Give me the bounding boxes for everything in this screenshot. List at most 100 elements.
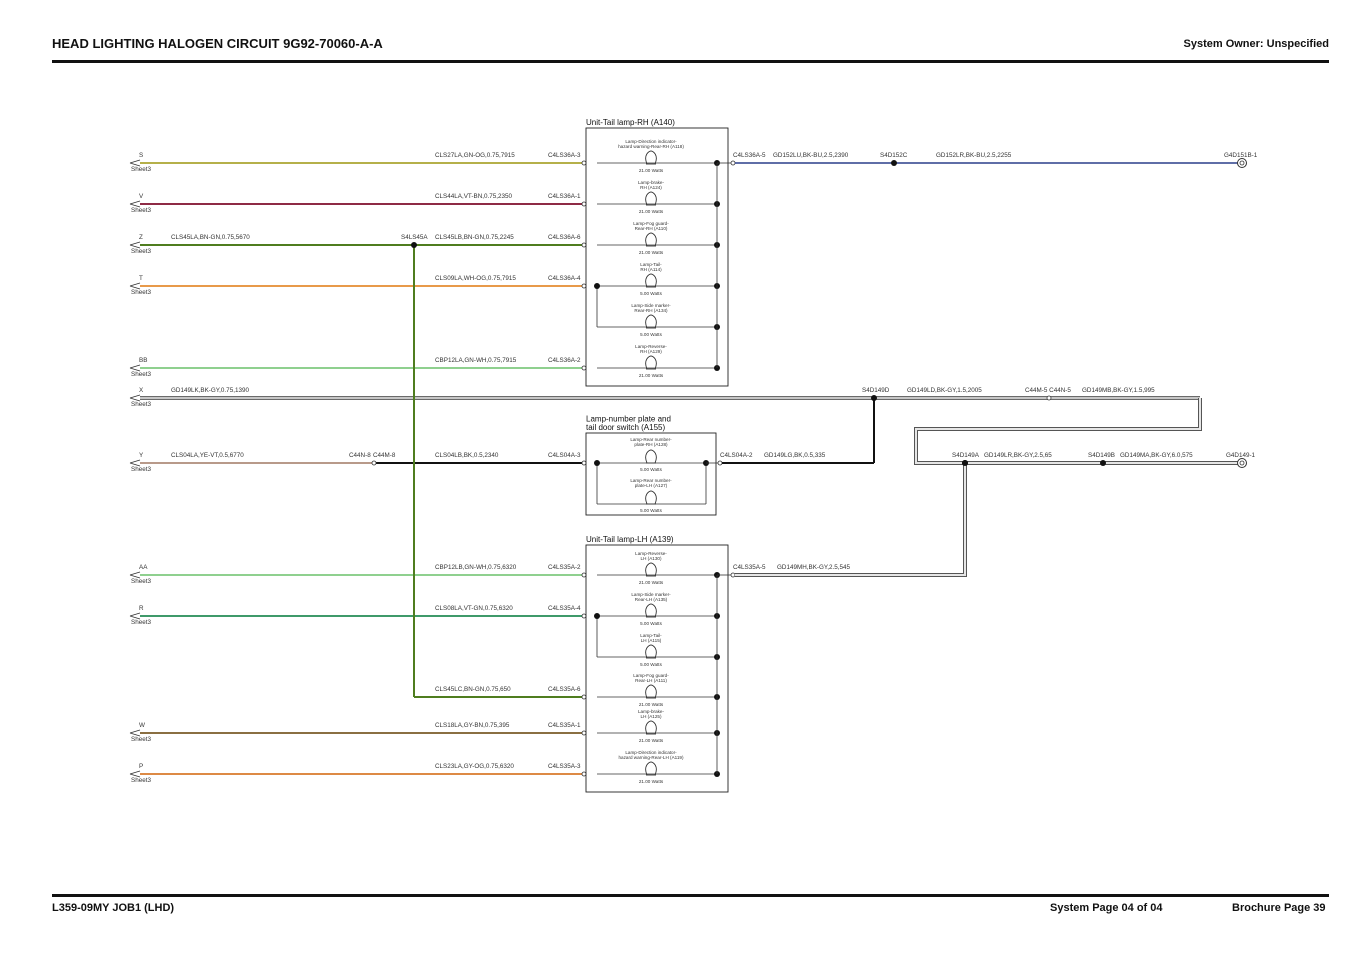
ground-icon: [1239, 460, 1245, 466]
splice-dot: [1100, 460, 1106, 466]
lamp-name: Lamp-Direction indicator-: [625, 750, 677, 755]
input-id: P: [139, 763, 143, 770]
lamp-watts: 21.00 Watts: [639, 738, 664, 743]
input-id: BB: [139, 357, 147, 364]
lamp-watts: 21.00 Watts: [639, 702, 664, 707]
connector-pin: [581, 771, 587, 777]
wire-label: GD149MA,BK-GY,6.0,575: [1120, 452, 1193, 459]
pin-label: C4LS35A-1: [548, 722, 581, 729]
lamp-icon: [645, 355, 657, 370]
lamp-watts: 5.00 Watts: [640, 291, 662, 296]
lamp-name: RH (A124): [640, 185, 662, 190]
splice-label: S4D149A: [952, 452, 980, 459]
sheet-ref: Sheet3: [131, 401, 151, 408]
lamp-watts: 21.00 Watts: [639, 168, 664, 173]
tail-lamp-rh-box-title: Unit-Tail lamp-RH (A140): [586, 118, 675, 127]
lamp-name: LH (A125): [641, 714, 662, 719]
wire-label-right: CLS45LC,BN-GN,0.75,650: [435, 686, 511, 693]
lamp-name: LH (A130): [641, 556, 662, 561]
pin-label: C4LS36A-5: [733, 152, 766, 159]
lamp-name: LH (A115): [641, 638, 662, 643]
lamp-name: Lamp-Direction indicator-: [625, 139, 677, 144]
connector-pin: [581, 572, 587, 578]
connector-pin: [581, 160, 587, 166]
lamp-icon: [645, 720, 657, 735]
connector-pin: [730, 160, 736, 166]
number-plate-box: [585, 432, 717, 516]
number-plate-box-title: tail door switch (A155): [586, 423, 665, 432]
connector-pin: [581, 242, 587, 248]
footer-brochure-page: Brochure Page 39: [1232, 902, 1326, 914]
sheet-arrow-icon: [129, 394, 141, 402]
lamp-name: Lamp-Tail-: [640, 633, 662, 638]
sheet-arrow-icon: [129, 729, 141, 737]
header-divider: [52, 60, 1329, 63]
pin-label: C4LS36A-2: [548, 357, 581, 364]
connector-label: C44M-8: [373, 452, 396, 459]
sheet-arrow-icon: [129, 571, 141, 579]
pin-label: C4LS35A-6: [548, 686, 581, 693]
ground-icon: [1239, 160, 1245, 166]
input-id: T: [139, 275, 143, 282]
lamp-name: hazard warning-Rear-LH (A119): [618, 755, 683, 760]
sheet-ref: Sheet3: [131, 166, 151, 173]
lamp-name: Lamp-brake-: [638, 180, 665, 185]
wire-label-right: CLS45LB,BN-GN,0.75,2245: [435, 234, 514, 241]
connector-pin: [581, 365, 587, 371]
input-id: V: [139, 193, 144, 200]
input-id: Z: [139, 234, 143, 241]
sheet-arrow-icon: [129, 241, 141, 249]
lamp-icon: [645, 449, 657, 464]
ground-label: G4D151B-1: [1224, 152, 1258, 159]
connector-pin: [581, 460, 587, 466]
pin-label: C4LS36A-1: [548, 193, 581, 200]
lamp-icon: [645, 232, 657, 247]
sheet-ref: Sheet3: [131, 207, 151, 214]
splice-label: S4LS45A: [401, 234, 428, 241]
pin-label: C4LS36A-6: [548, 234, 581, 241]
sheet-arrow-icon: [129, 364, 141, 372]
lamp-icon: [645, 273, 657, 288]
splice-dot: [871, 395, 877, 401]
sheet-ref: Sheet3: [131, 371, 151, 378]
sheet-ref: Sheet3: [131, 466, 151, 473]
connector-pin: [581, 201, 587, 207]
lamp-watts: 21.00 Watts: [639, 250, 664, 255]
sheet-ref: Sheet3: [131, 578, 151, 585]
pin-label: C4LS35A-5: [733, 564, 766, 571]
wire-label: GD149LR,BK-GY,2.5,65: [984, 452, 1052, 459]
connector-icon: [1046, 395, 1052, 401]
wire-label: GD152LU,BK-BU,2.5,2390: [773, 152, 849, 159]
ground-wire: [735, 463, 966, 576]
lamp-name: hazard warning-Rear-RH (A118): [618, 144, 684, 149]
lamp-icon: [645, 562, 657, 577]
lamp-name: Lamp-Side marker-: [631, 303, 671, 308]
lamp-name: Lamp-brake-: [638, 709, 665, 714]
splice-label: S4D149D: [862, 387, 890, 394]
system-owner: System Owner: Unspecified: [1183, 38, 1330, 50]
connector-icon: [371, 460, 377, 466]
splice-dot: [411, 242, 417, 248]
sheet-ref: Sheet3: [131, 777, 151, 784]
connector-pin: [581, 283, 587, 289]
splice-dot: [891, 160, 897, 166]
sheet-arrow-icon: [129, 459, 141, 467]
lamp-name: plate-RH (A128): [634, 442, 668, 447]
lamp-watts: 5.00 Watts: [640, 467, 662, 472]
tail-lamp-lh-box-title: Unit-Tail lamp-LH (A139): [586, 535, 674, 544]
wire-label-right: CBP12LA,GN-WH,0.75,7915: [435, 357, 517, 364]
lamp-icon: [645, 761, 657, 776]
connector-pin: [581, 613, 587, 619]
lamp-name: RH (A129): [640, 349, 662, 354]
lamp-name: Rear-LH (A111): [635, 678, 667, 683]
lamp-name: Rear-RH (A110): [635, 226, 668, 231]
wire-label-left: CLS45LA,BN-GN,0.75,5670: [171, 234, 250, 241]
lamp-name: Lamp-Fog guard-: [633, 221, 669, 226]
lamp-watts: 5.00 Watts: [640, 508, 662, 513]
junction-dot: [594, 283, 600, 289]
sheet-arrow-icon: [129, 282, 141, 290]
connector-label: C44M-5 C44N-5: [1025, 387, 1071, 394]
wire-label-right: CLS44LA,VT-BN,0.75,2350: [435, 193, 513, 200]
junction-dot: [594, 613, 600, 619]
input-id: X: [139, 387, 144, 394]
